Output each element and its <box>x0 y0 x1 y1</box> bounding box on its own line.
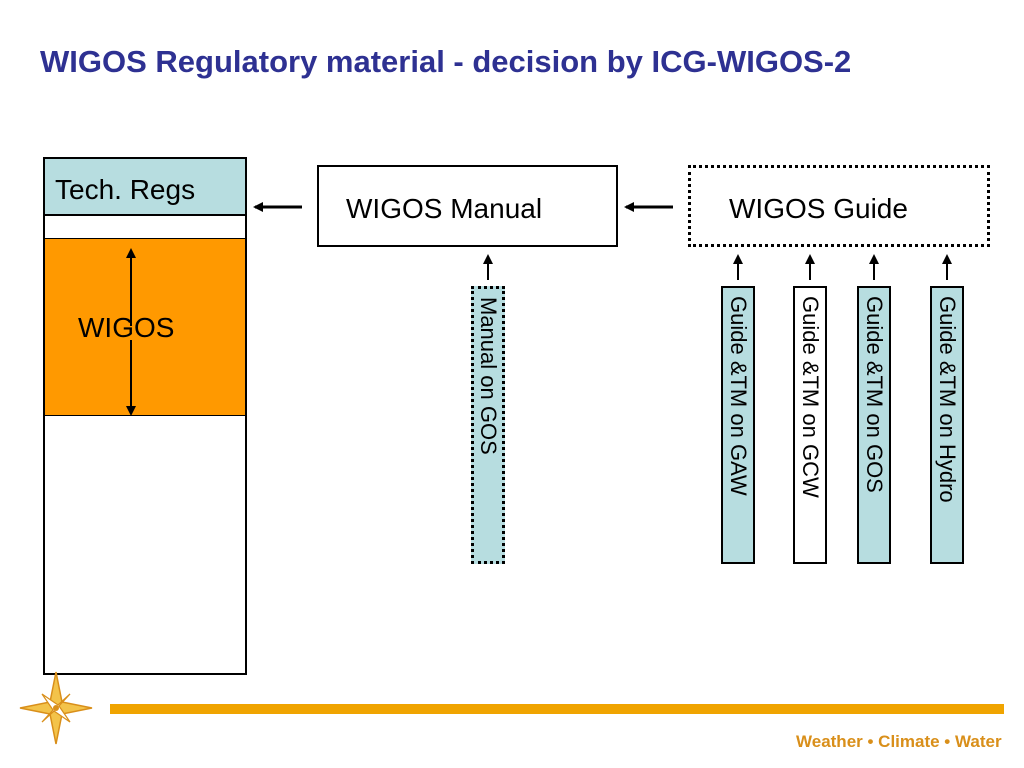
tech-regs-header: Tech. Regs <box>43 157 247 216</box>
wigos-section: WIGOS <box>43 238 247 416</box>
wigos-label: WIGOS <box>78 312 175 343</box>
wigos-manual-label: WIGOS Manual <box>346 193 543 224</box>
wigos-manual-box: WIGOS Manual <box>317 165 618 247</box>
guide-hydro-label: Guide &TM on Hydro <box>935 296 960 503</box>
guide-gos-label: Guide &TM on GOS <box>862 296 887 493</box>
wigos-guide-box: WIGOS Guide <box>688 165 990 247</box>
guide-gos-box: Guide &TM on GOS <box>857 286 891 564</box>
manual-on-gos-label: Manual on GOS <box>476 297 501 455</box>
footer-bar <box>110 704 1004 714</box>
guide-hydro-box: Guide &TM on Hydro <box>930 286 964 564</box>
manual-on-gos-box: Manual on GOS <box>471 286 505 564</box>
footer-brand: Weather • Climate • Water <box>796 732 1002 751</box>
tech-regs-label: Tech. Regs <box>55 174 196 205</box>
wigos-guide-label: WIGOS Guide <box>729 193 908 224</box>
guide-gcw-label: Guide &TM on GCW <box>798 296 823 498</box>
guide-gaw-label: Guide &TM on GAW <box>726 296 751 496</box>
page-title: WIGOS Regulatory material - decision by … <box>40 44 852 79</box>
guide-gcw-box: Guide &TM on GCW <box>793 286 827 564</box>
compass-star-icon <box>19 671 93 745</box>
guide-gaw-box: Guide &TM on GAW <box>721 286 755 564</box>
